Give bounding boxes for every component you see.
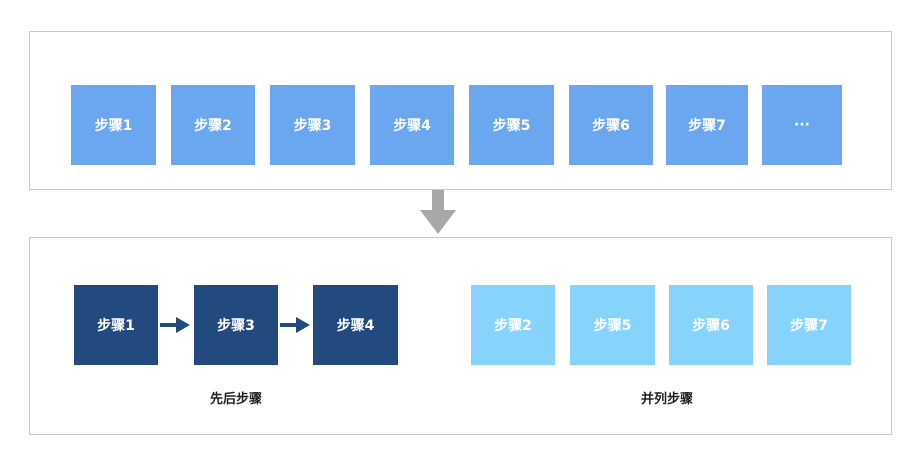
top-step-3: 步骤3 [270, 85, 355, 165]
down-arrow-icon [420, 190, 456, 234]
grouped-steps-panel [29, 237, 892, 435]
sequential-step-1: 步骤1 [74, 285, 158, 365]
top-step-4: 步骤4 [370, 85, 454, 165]
top-step-6: 步骤6 [569, 85, 653, 165]
sequential-step-2: 步骤3 [194, 285, 278, 365]
parallel-step-3: 步骤6 [669, 285, 753, 365]
parallel-step-2: 步骤5 [570, 285, 655, 365]
top-step-2: 步骤2 [171, 85, 255, 165]
right-arrow-icon [160, 317, 190, 333]
top-step-5: 步骤5 [469, 85, 554, 165]
parallel-step-4: 步骤7 [767, 285, 851, 365]
top-step-7: 步骤7 [666, 85, 748, 165]
right-arrow-icon [280, 317, 310, 333]
sequential-step-3: 步骤4 [313, 285, 398, 365]
sequential-caption: 先后步骤 [209, 392, 262, 407]
top-step-more: ··· [762, 85, 842, 165]
parallel-caption: 并列步骤 [640, 392, 693, 407]
top-step-1: 步骤1 [71, 85, 156, 165]
parallel-step-1: 步骤2 [471, 285, 555, 365]
